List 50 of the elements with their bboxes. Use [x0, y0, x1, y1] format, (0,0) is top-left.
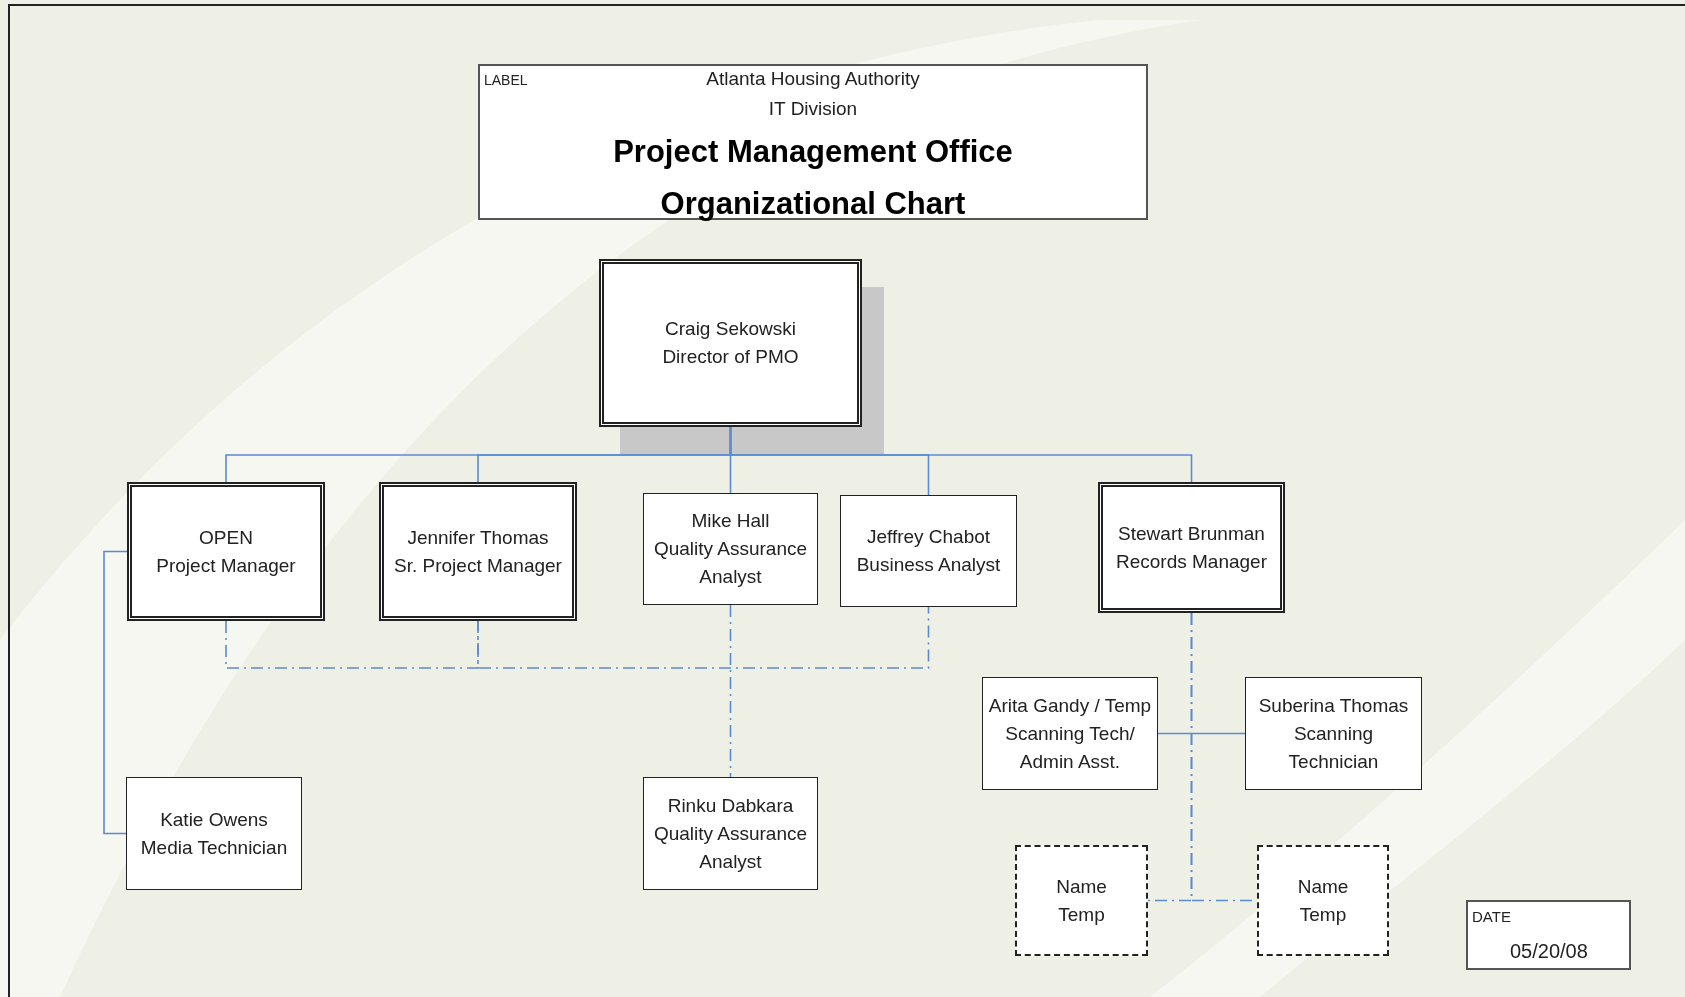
- person-name: Jeffrey Chabot: [866, 525, 991, 549]
- person-name: Jennifer Thomas: [407, 525, 549, 550]
- job-title: Quality Assurance Analyst: [652, 537, 809, 589]
- position-box: [643, 493, 818, 605]
- connector-line: [103, 550, 128, 835]
- position-box: [126, 777, 302, 890]
- person-name: Rinku Dabkara: [667, 793, 794, 818]
- job-title: Media Technician: [140, 835, 288, 860]
- position-box: [1245, 677, 1422, 790]
- chart-title: Project Management Office Organizational Chart: [612, 133, 1014, 223]
- job-title: Scanning Technician: [1287, 721, 1380, 774]
- person-name: Katie Owens: [160, 807, 268, 832]
- manager-box: [127, 482, 325, 621]
- job-title: Records Manager: [1116, 549, 1267, 574]
- job-title: Temp: [1058, 902, 1105, 927]
- dashed-connector: [729, 604, 732, 778]
- job-title: Project Manager: [156, 553, 296, 578]
- person-name: Stewart Brunman: [1118, 521, 1265, 546]
- connector-line: [1157, 732, 1246, 735]
- person-name: Suberina Thomas: [1258, 693, 1409, 718]
- date-label: DATE: [1472, 907, 1511, 927]
- manager-box: [599, 259, 862, 427]
- job-title: Business Analyst: [856, 553, 1001, 577]
- person-name: Name: [1056, 874, 1107, 899]
- person-name: Arita Gandy / Temp: [988, 693, 1152, 718]
- organization-name: Atlanta Housing Authority: [706, 67, 920, 91]
- person-name: OPEN: [199, 525, 253, 550]
- vacancy-box: [1015, 845, 1148, 956]
- person-name: Mike Hall: [691, 509, 770, 533]
- position-box: [982, 677, 1158, 790]
- person-name: Name: [1297, 874, 1349, 899]
- division-name: IT Division: [768, 97, 858, 121]
- date-box: [1466, 900, 1631, 970]
- job-title: Sr. Project Manager: [394, 553, 562, 578]
- job-title: Temp: [1299, 902, 1347, 927]
- manager-box: [379, 482, 577, 621]
- position-box: [840, 495, 1017, 607]
- connector-line: [729, 426, 1193, 483]
- dashed-connector: [225, 620, 479, 669]
- title-box: [478, 64, 1148, 220]
- job-title: Quality Assurance Analyst: [652, 821, 809, 874]
- position-box: [643, 777, 818, 890]
- corner-label: LABEL: [484, 71, 528, 90]
- job-title: Director of PMO: [662, 345, 799, 369]
- dashed-connector: [477, 606, 930, 669]
- manager-box: [1098, 482, 1285, 613]
- vacancy-box: [1257, 845, 1389, 956]
- date-value: 05/20/08: [1510, 939, 1588, 964]
- job-title: Scanning Tech/ Admin Asst.: [1004, 721, 1136, 774]
- person-name: Craig Sekowski: [665, 317, 796, 341]
